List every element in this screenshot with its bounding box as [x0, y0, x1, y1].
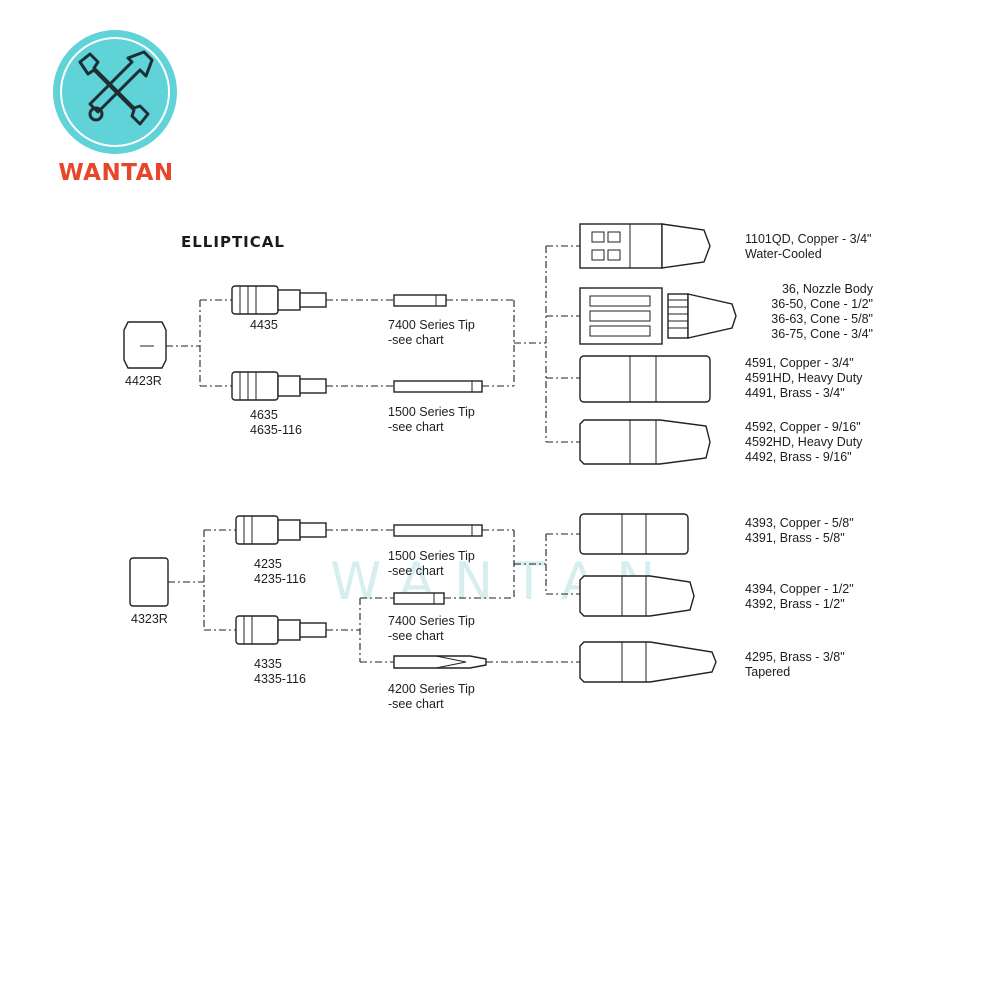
- wrench-hammer-icon: [53, 30, 177, 154]
- nozzle-4394-shape: [579, 575, 695, 617]
- tip-1500-b-shape: [393, 524, 483, 537]
- tip-7400-a-shape: [393, 294, 447, 307]
- nozzle-1101qd-shape: [579, 223, 711, 269]
- label-4592: 4592, Copper - 9/16" 4592HD, Heavy Duty …: [745, 420, 863, 464]
- nozzle-4295-shape: [579, 641, 717, 683]
- label-tip-1500-a: 1500 Series Tip -see chart: [388, 405, 475, 434]
- label-4295: 4295, Brass - 3/8" Tapered: [745, 650, 845, 679]
- insulator-4323r-shape: [129, 557, 169, 607]
- tip-7400-b-shape: [393, 592, 445, 605]
- label-tip-1500-b: 1500 Series Tip -see chart: [388, 549, 475, 578]
- diffuser-4435-shape: [231, 285, 327, 315]
- nozzle-4591-shape: [579, 355, 711, 403]
- label-36: 36, Nozzle Body 36-50, Cone - 1/2" 36-63…: [771, 282, 873, 341]
- label-tip-7400-a: 7400 Series Tip -see chart: [388, 318, 475, 347]
- label-4635: 4635 4635-116: [250, 408, 302, 437]
- label-4235: 4235 4235-116: [254, 557, 306, 586]
- label-tip-4200: 4200 Series Tip -see chart: [388, 682, 475, 711]
- nozzle-4393-shape: [579, 513, 689, 555]
- diffuser-4335-shape: [235, 615, 327, 645]
- label-4393: 4393, Copper - 5/8" 4391, Brass - 5/8": [745, 516, 854, 545]
- nozzle-4592-shape: [579, 419, 711, 465]
- nozzle-36-shape: [579, 287, 737, 345]
- label-1101qd: 1101QD, Copper - 3/4" Water-Cooled: [745, 232, 872, 261]
- label-4435: 4435: [250, 318, 278, 332]
- section-title: ELLIPTICAL: [181, 233, 285, 251]
- label-4335: 4335 4335-116: [254, 657, 306, 686]
- diffuser-4235-shape: [235, 515, 327, 545]
- diffuser-4635-shape: [231, 371, 327, 401]
- logo-text: WANTAN: [58, 160, 174, 186]
- label-tip-7400-b: 7400 Series Tip -see chart: [388, 614, 475, 643]
- tip-4200-shape: [393, 655, 487, 669]
- insulator-4423r-shape: [123, 321, 167, 369]
- tip-1500-a-shape: [393, 380, 483, 393]
- label-4591: 4591, Copper - 3/4" 4591HD, Heavy Duty 4…: [745, 356, 863, 400]
- label-4323r: 4323R: [131, 612, 168, 626]
- label-4394: 4394, Copper - 1/2" 4392, Brass - 1/2": [745, 582, 854, 611]
- label-4423r: 4423R: [125, 374, 162, 388]
